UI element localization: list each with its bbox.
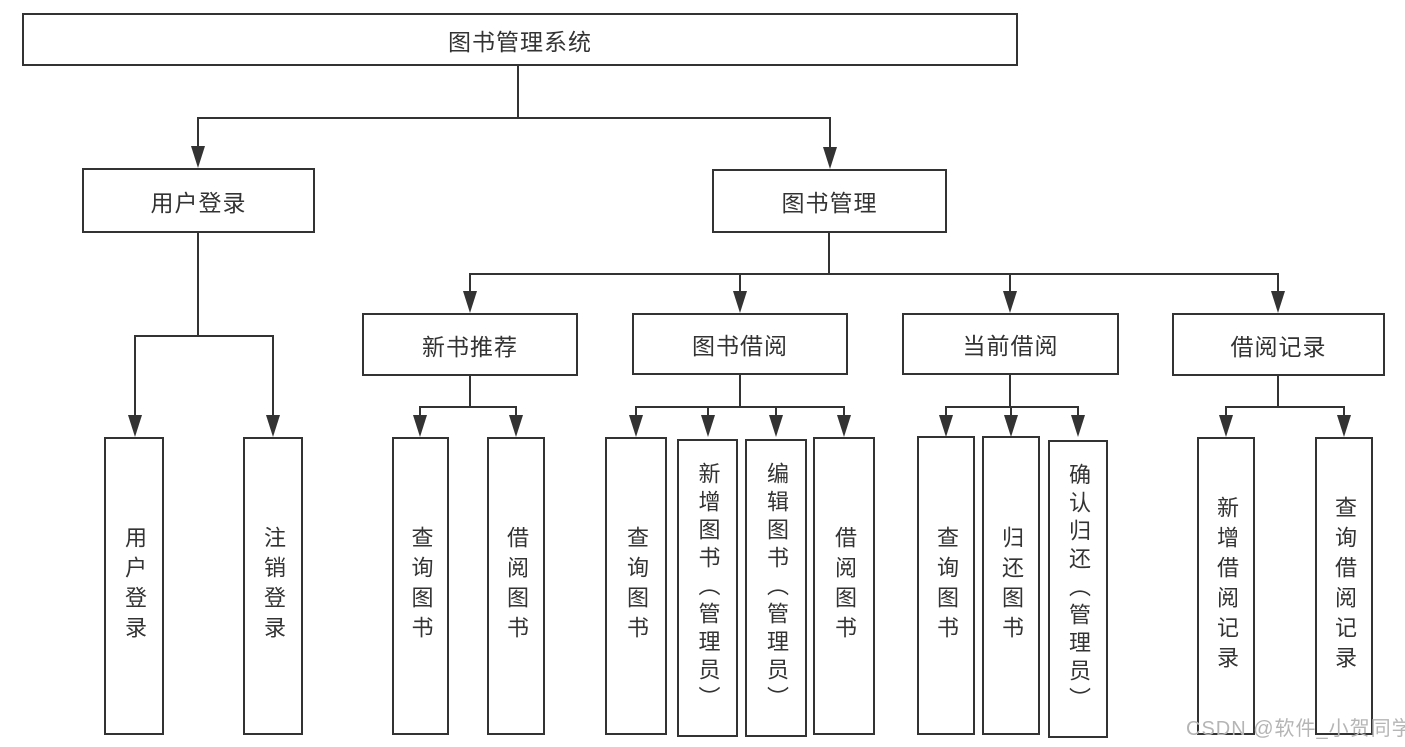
connector-line: [134, 335, 274, 337]
arrowhead-icon: [1337, 415, 1351, 437]
arrowhead-icon: [413, 415, 427, 437]
leaf-borrowing-add-books: 新增图书（管理员）: [677, 439, 738, 737]
connector-line: [828, 233, 830, 273]
leaf-recommend-query-books: 查询图书: [392, 437, 449, 735]
arrowhead-icon: [1271, 291, 1285, 313]
node-user-login: 用户登录: [82, 168, 315, 233]
node-label: 借阅图书: [504, 526, 529, 646]
connector-line: [134, 335, 136, 416]
arrowhead-icon: [1219, 415, 1233, 437]
node-label: 新增图书（管理员）: [695, 462, 721, 714]
arrowhead-icon: [1071, 415, 1085, 437]
node-label: 查询图书: [408, 526, 434, 646]
node-label: 归还图书: [999, 525, 1024, 646]
connector-line: [739, 273, 741, 293]
connector-line: [1009, 375, 1011, 406]
node-label: 新增借阅记录: [1214, 496, 1239, 676]
leaf-logout: 注销登录: [243, 437, 303, 735]
arrowhead-icon: [509, 415, 523, 437]
connector-line: [197, 233, 199, 335]
connector-line: [469, 273, 1279, 275]
connector-line: [515, 406, 517, 417]
connector-line: [469, 273, 471, 293]
connector-line: [1225, 406, 1227, 417]
watermark: CSDN @软件_小贺同学: [1186, 718, 1405, 740]
leaf-current-query-books: 查询图书: [917, 436, 975, 735]
node-book-borrowing: 图书借阅: [632, 313, 848, 375]
connector-line: [1277, 273, 1279, 293]
connector-line: [469, 376, 471, 406]
connector-line: [775, 406, 777, 417]
connector-line: [945, 406, 947, 417]
connector-line: [1009, 273, 1011, 293]
arrowhead-icon: [823, 147, 837, 169]
leaf-records-add-record: 新增借阅记录: [1197, 437, 1255, 735]
connector-line: [272, 335, 274, 416]
leaf-current-confirm-return: 确认归还（管理员）: [1048, 440, 1108, 738]
connector-line: [419, 406, 421, 417]
connector-line: [945, 406, 1079, 408]
node-label: 借阅图书: [832, 526, 857, 646]
leaf-user-login: 用户登录: [104, 437, 164, 735]
arrowhead-icon: [733, 291, 747, 313]
node-label: 查询图书: [624, 526, 649, 646]
connector-line: [739, 375, 741, 406]
connector-line: [197, 117, 831, 119]
arrowhead-icon: [629, 415, 643, 437]
node-label: 查询借阅记录: [1332, 496, 1357, 676]
node-current-borrowing: 当前借阅: [902, 313, 1119, 375]
arrowhead-icon: [939, 415, 953, 437]
connector-line: [635, 406, 637, 417]
node-label: 图书管理: [781, 190, 878, 216]
connector-line: [419, 406, 517, 408]
leaf-current-return-books: 归还图书: [982, 436, 1040, 735]
arrowhead-icon: [266, 415, 280, 437]
leaf-borrowing-query-books: 查询图书: [605, 437, 667, 735]
connector-line: [1010, 406, 1012, 417]
connector-line: [1225, 406, 1345, 408]
node-label: 确认归还（管理员）: [1066, 463, 1091, 715]
node-label: 注销登录: [261, 526, 286, 646]
leaf-recommend-borrow-books: 借阅图书: [487, 437, 545, 735]
arrowhead-icon: [128, 415, 142, 437]
arrowhead-icon: [1004, 415, 1018, 437]
arrowhead-icon: [1003, 291, 1017, 313]
node-label: 借阅记录: [1230, 333, 1327, 360]
node-label: 编辑图书（管理员）: [764, 462, 789, 714]
arrowhead-icon: [769, 415, 783, 437]
connector-line: [635, 406, 845, 408]
node-label: 当前借阅: [962, 333, 1059, 359]
connector-line: [517, 66, 519, 117]
node-new-book-recommend: 新书推荐: [362, 313, 578, 376]
arrowhead-icon: [837, 415, 851, 437]
node-label: 新书推荐: [422, 333, 518, 360]
connector-line: [829, 117, 831, 147]
connector-line: [707, 406, 709, 417]
node-label: 图书管理系统: [448, 28, 592, 55]
leaf-records-query-record: 查询借阅记录: [1315, 437, 1373, 735]
arrowhead-icon: [191, 146, 205, 168]
leaf-borrowing-edit-books: 编辑图书（管理员）: [745, 439, 807, 737]
node-label: 用户登录: [150, 189, 247, 216]
connector-line: [1277, 376, 1279, 406]
connector-line: [843, 406, 845, 417]
connector-line: [1077, 406, 1079, 417]
node-label: 图书借阅: [692, 333, 788, 359]
connector-line: [1343, 406, 1345, 417]
arrowhead-icon: [463, 291, 477, 313]
leaf-borrowing-borrow-books: 借阅图书: [813, 437, 875, 735]
node-root: 图书管理系统: [22, 13, 1018, 66]
node-label: 查询图书: [934, 525, 959, 646]
arrowhead-icon: [701, 415, 715, 437]
node-book-management: 图书管理: [712, 169, 947, 233]
connector-line: [197, 117, 199, 147]
node-label: 用户登录: [122, 526, 147, 646]
node-borrowing-records: 借阅记录: [1172, 313, 1385, 376]
